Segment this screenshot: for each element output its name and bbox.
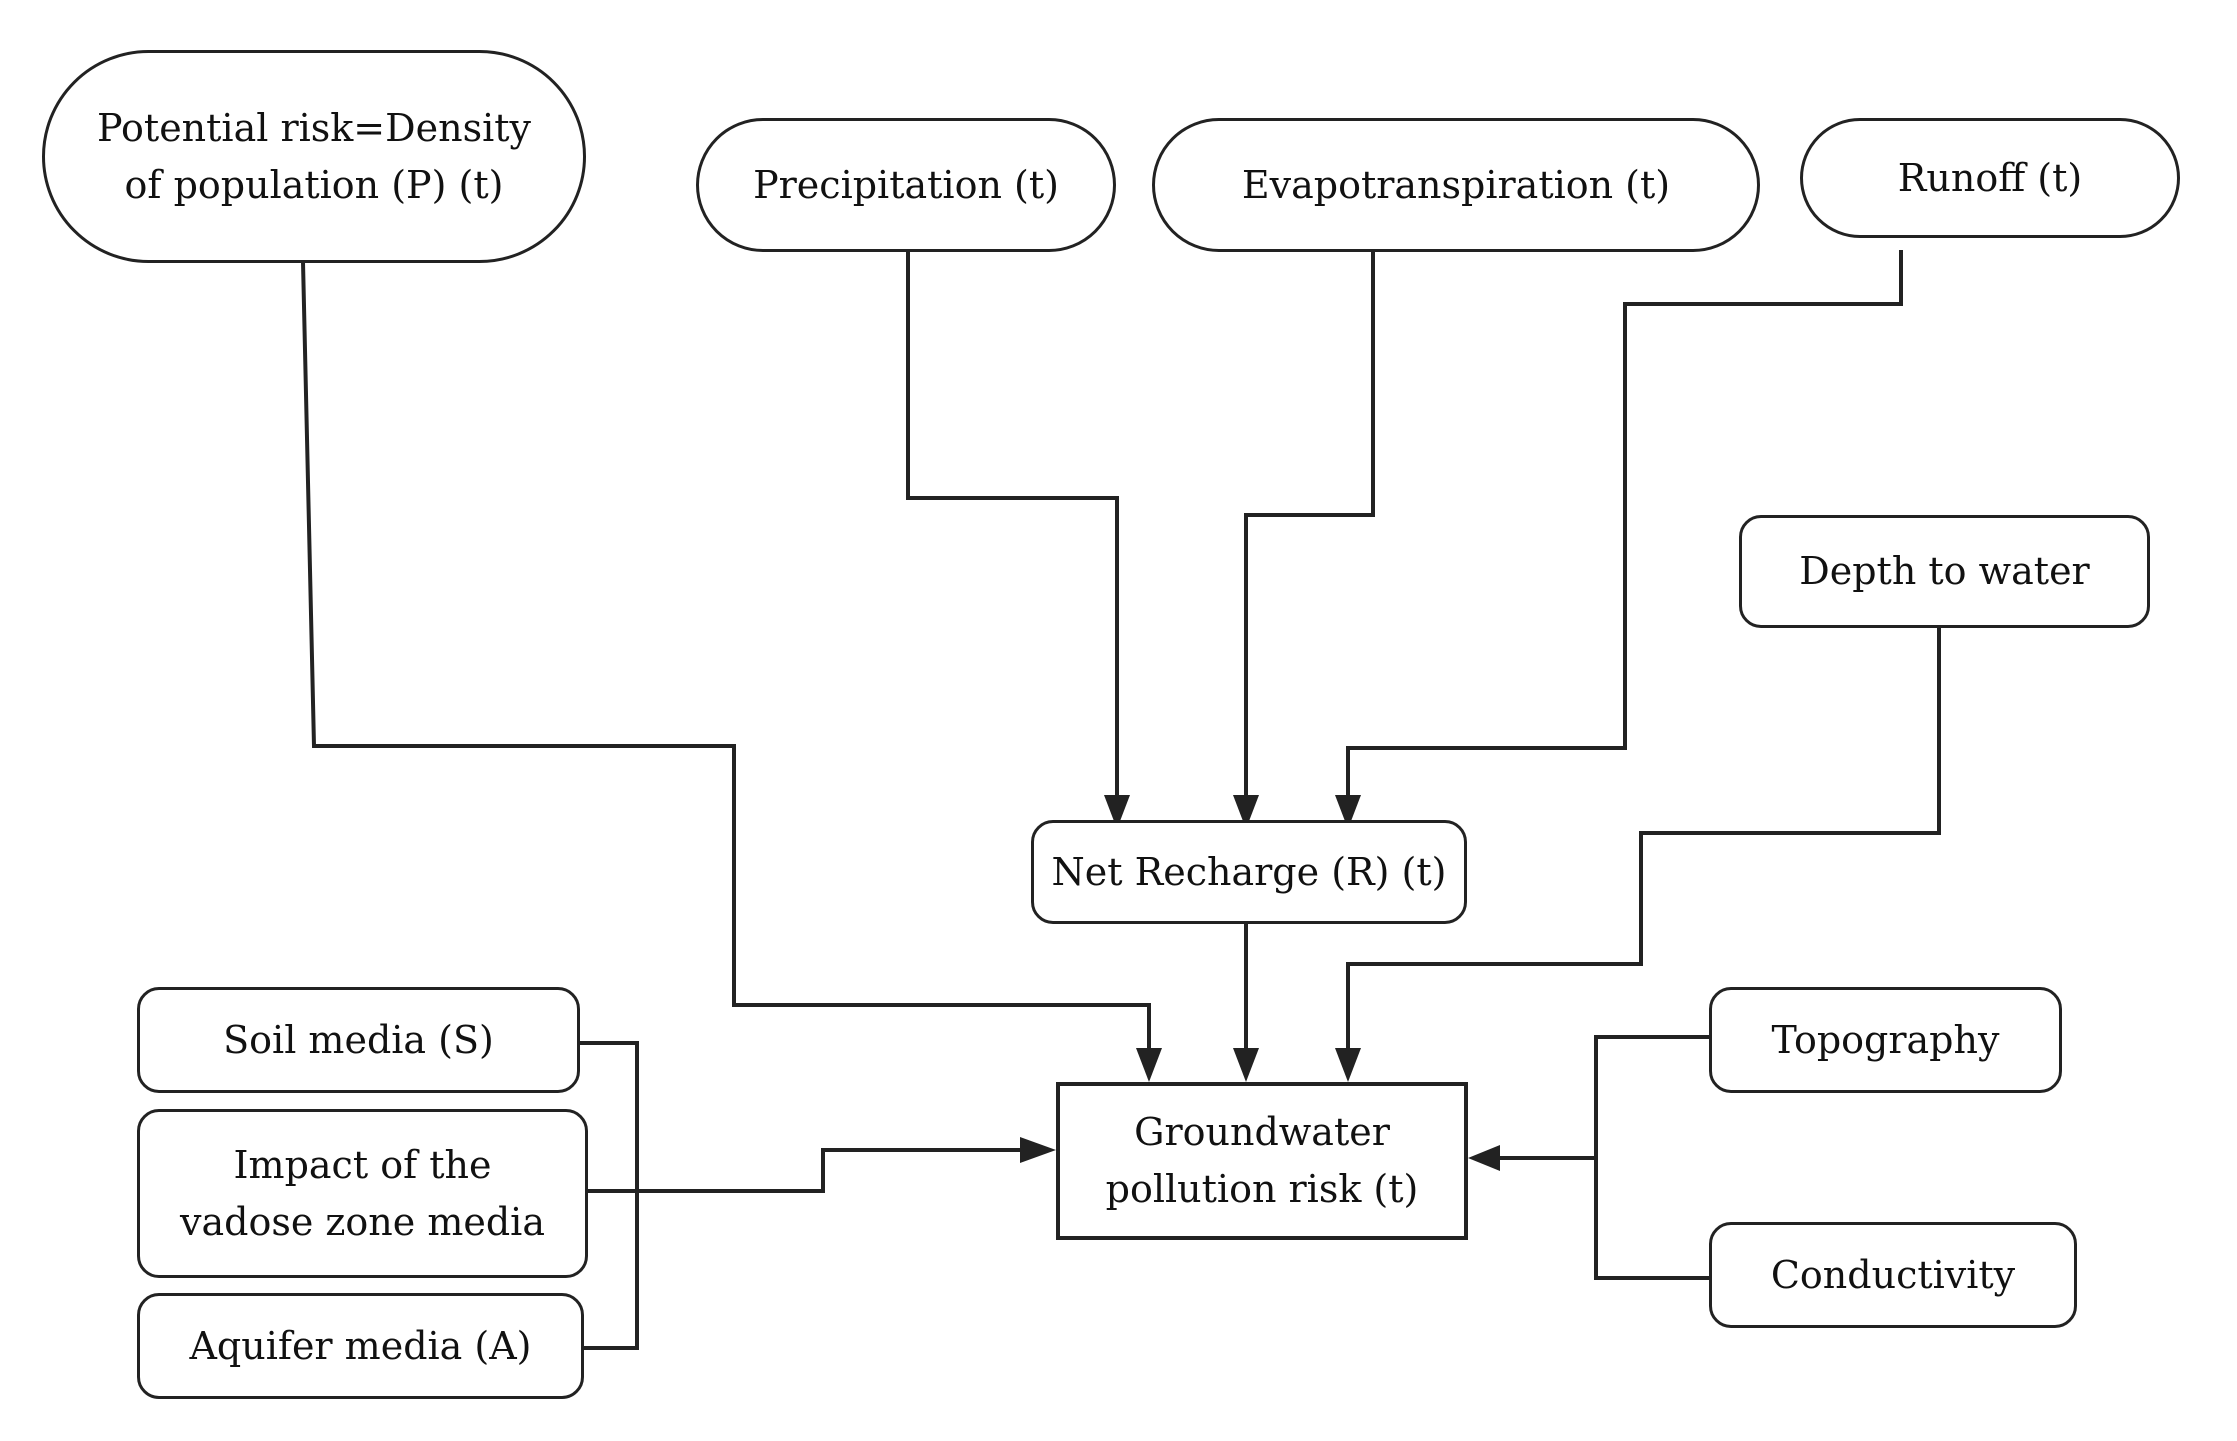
topography-label: Topography bbox=[1771, 1017, 2000, 1062]
connector-depth-to-risk bbox=[1346, 628, 1941, 1048]
vadose-zone-label: Impact of the vadose zone media bbox=[180, 1142, 545, 1244]
soil-media-label: Soil media (S) bbox=[223, 1017, 494, 1062]
potential-risk-label: Potential risk=Density of population (P)… bbox=[97, 105, 531, 207]
evapotranspiration-node: Evapotranspiration (t) bbox=[1152, 118, 1760, 252]
connector-right-bracket bbox=[1594, 1035, 1716, 1280]
evapotranspiration-label: Evapotranspiration (t) bbox=[1241, 162, 1671, 207]
arrowhead-population bbox=[1136, 1048, 1162, 1082]
net-recharge-label: Net Recharge (R) (t) bbox=[1051, 849, 1447, 894]
arrowhead-depth bbox=[1335, 1048, 1361, 1082]
depth-to-water-node: Depth to water bbox=[1739, 515, 2150, 628]
net-recharge-node: Net Recharge (R) (t) bbox=[1031, 820, 1467, 924]
arrowhead-precipitation bbox=[1104, 795, 1130, 829]
groundwater-risk-node: Groundwater pollution risk (t) bbox=[1056, 1082, 1468, 1240]
arrowhead-evapotranspiration bbox=[1233, 795, 1259, 829]
arrowhead-recharge bbox=[1233, 1048, 1259, 1082]
soil-media-node: Soil media (S) bbox=[137, 987, 580, 1093]
arrowhead-media bbox=[1020, 1137, 1056, 1163]
runoff-node: Runoff (t) bbox=[1800, 118, 2180, 238]
conductivity-label: Conductivity bbox=[1770, 1252, 2016, 1297]
runoff-label: Runoff (t) bbox=[1897, 155, 2083, 200]
connector-precipitation-to-recharge bbox=[906, 250, 1119, 795]
arrowhead-runoff bbox=[1335, 795, 1361, 829]
arrowhead-factors bbox=[1468, 1145, 1500, 1171]
connector-evapotranspiration-to-recharge bbox=[1244, 250, 1375, 795]
connector-population-to-risk bbox=[301, 261, 1151, 1048]
conductivity-node: Conductivity bbox=[1709, 1222, 2077, 1328]
precipitation-label: Precipitation (t) bbox=[753, 162, 1059, 207]
aquifer-media-node: Aquifer media (A) bbox=[137, 1293, 584, 1399]
potential-risk-node: Potential risk=Density of population (P)… bbox=[42, 50, 586, 263]
groundwater-risk-label: Groundwater pollution risk (t) bbox=[1105, 1110, 1419, 1211]
topography-node: Topography bbox=[1709, 987, 2062, 1093]
vadose-zone-node: Impact of the vadose zone media bbox=[137, 1109, 588, 1278]
aquifer-media-label: Aquifer media (A) bbox=[189, 1323, 532, 1368]
precipitation-node: Precipitation (t) bbox=[696, 118, 1116, 252]
depth-to-water-label: Depth to water bbox=[1799, 549, 2090, 593]
connector-runoff-to-recharge bbox=[1346, 250, 1903, 795]
connector-media-bracket bbox=[578, 1041, 639, 1350]
connector-media-to-risk bbox=[588, 1148, 1034, 1193]
